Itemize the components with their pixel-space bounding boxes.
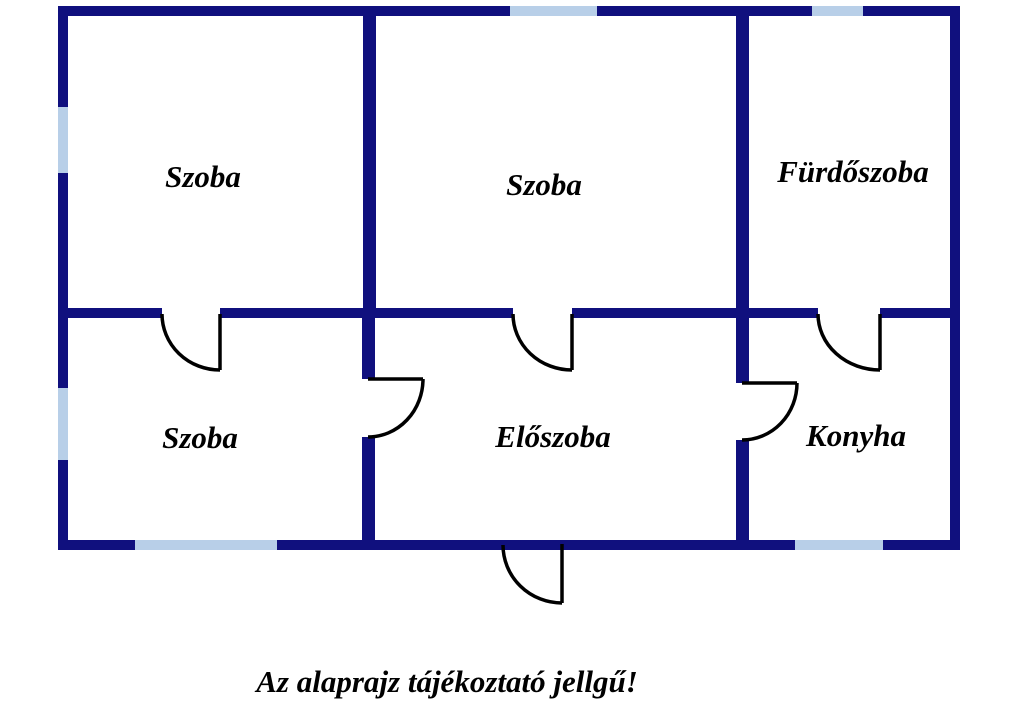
room-label-top-right: Fürdőszoba [777, 154, 929, 189]
door-arc-middle-room [511, 313, 573, 372]
divider-wall-left-bottom-lower [362, 437, 375, 550]
window-left-lower-room [58, 388, 68, 460]
divider-wall-right-bottom-upper [736, 318, 749, 383]
room-label-top-left: Szoba [165, 159, 241, 194]
room-label-top-middle: Szoba [506, 167, 582, 202]
divider-wall-left-bottom-upper [362, 318, 375, 379]
window-top-bathroom [812, 6, 863, 16]
door-arc-kitchen [741, 382, 799, 442]
outer-wall-bottom [58, 540, 960, 550]
outer-wall-left [58, 6, 68, 550]
door-arc-entrance [501, 544, 563, 605]
window-top-middle-room [510, 6, 597, 16]
outer-wall-right [950, 6, 960, 550]
window-left-upper-room [58, 107, 68, 173]
window-bottom-kitchen [795, 540, 883, 550]
mid-wall-segment-1 [58, 308, 162, 318]
door-arc-bathroom [816, 313, 881, 372]
door-arc-bottom-left-room [160, 313, 221, 372]
room-label-bottom-left: Szoba [162, 420, 238, 455]
divider-wall-left-top [363, 6, 376, 318]
divider-wall-right-bottom-lower [736, 440, 749, 550]
room-label-bottom-middle: Előszoba [495, 419, 611, 454]
mid-wall-segment-4 [880, 308, 960, 318]
divider-wall-right-top [736, 6, 749, 318]
caption-disclaimer: Az alaprajz tájékoztató jellgű! [256, 664, 638, 699]
window-bottom-left-room [135, 540, 277, 550]
mid-wall-segment-3 [572, 308, 818, 318]
door-arc-lower-left-room [367, 378, 425, 439]
room-label-bottom-right: Konyha [806, 418, 906, 453]
outer-wall-top [58, 6, 960, 16]
